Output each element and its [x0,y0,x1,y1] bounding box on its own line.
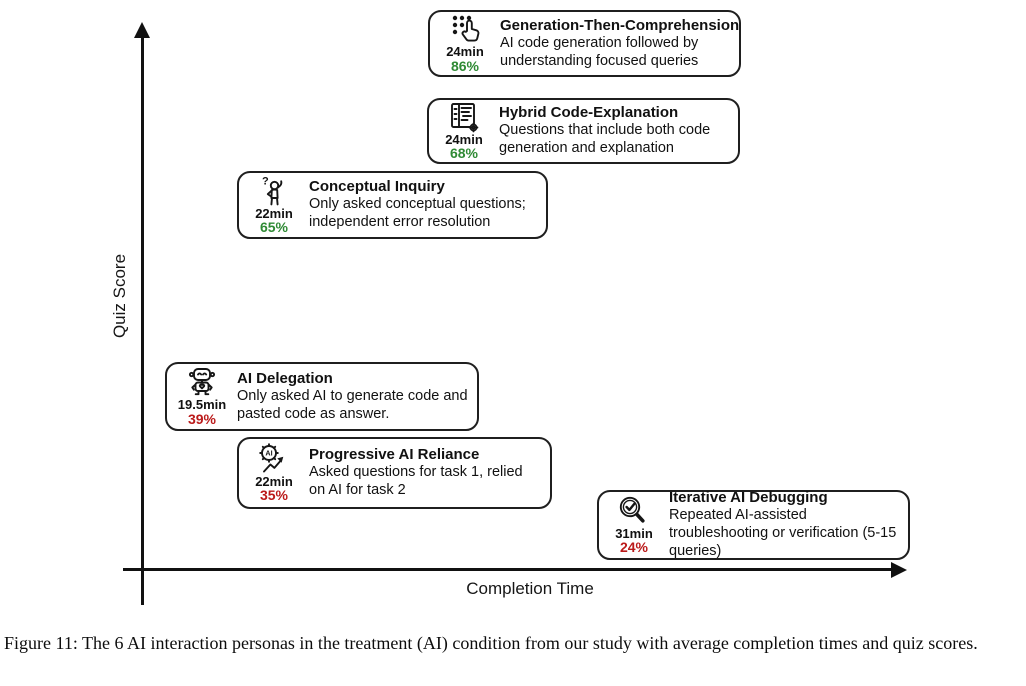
persona-title: Conceptual Inquiry [309,178,445,196]
persona-score: 65% [259,219,289,236]
robot-icon [188,368,216,396]
persona-score: 24% [619,539,649,556]
persona-card-progressive-ai-reliance: AI 22min 35% Progressive AI Reliance Ask… [237,437,552,509]
persona-time: 24min [446,44,484,60]
persona-description: Only asked conceptual questions; indepen… [309,196,526,230]
persona-stats: 24min 86% [437,13,493,73]
persona-stats: 31min 24% [606,495,662,555]
magnifier-check-icon [619,496,645,523]
x-axis-line [123,568,893,571]
persona-card-iterative-ai-debugging: 31min 24% Iterative AI Debugging Repeate… [597,489,910,561]
persona-text: Iterative AI Debugging Repeated AI-assis… [669,489,900,561]
persona-score: 68% [449,145,479,162]
persona-title: Hybrid Code-Explanation [499,104,679,122]
persona-stats: AI 22min 35% [246,443,302,503]
persona-title: Iterative AI Debugging [669,489,828,507]
x-axis-label: Completion Time [466,579,594,598]
persona-score: 39% [187,410,217,427]
x-axis-arrow-icon [891,561,907,578]
persona-card-hybrid-code-explanation: 24min 68% Hybrid Code-Explanation Questi… [427,98,740,164]
persona-time: 22min [255,205,293,221]
persona-text: Generation-Then-Comprehension AI code ge… [500,16,740,71]
persona-text: AI Delegation Only asked AI to generate … [237,370,469,424]
persona-description: AI code generation followed by understan… [500,34,699,69]
persona-card-generation-then-comprehension: 24min 86% Generation-Then-Comprehension … [428,10,741,77]
persona-time: 22min [255,473,293,489]
figure-caption: Figure 11: The 6 AI interaction personas… [4,633,978,653]
persona-stats: 24min 68% [436,101,492,161]
persona-text: Hybrid Code-Explanation Questions that i… [499,104,730,158]
persona-time: 31min [615,525,653,541]
persona-time: 19.5min [177,397,227,413]
persona-text: Conceptual Inquiry Only asked conceptual… [309,178,538,232]
confused-person-icon: ? [262,175,283,206]
persona-score: 35% [259,487,289,504]
y-axis-label: Quiz Score [110,253,129,339]
persona-stats: ? 22min 65% [246,175,302,235]
persona-time: 24min [445,131,483,147]
dialpad-tap-icon [452,16,480,42]
persona-text: Progressive AI Reliance Asked questions … [309,446,542,500]
persona-description: Repeated AI-assisted troubleshooting or … [669,507,897,559]
persona-description: Questions that include both code generat… [499,122,711,156]
persona-title: AI Delegation [237,369,333,387]
persona-description: Asked questions for task 1, relied on AI… [309,464,523,498]
persona-card-ai-delegation: 19.5min 39% AI Delegation Only asked AI … [165,362,479,431]
persona-card-conceptual-inquiry: ? 22min 65% Conceptual Inquiry Only aske… [237,171,548,239]
ai-gear-growth-icon: AI [259,443,284,473]
persona-stats: 19.5min 39% [174,366,230,426]
svg-text:?: ? [262,175,269,187]
svg-text:AI: AI [265,448,272,457]
y-axis-arrow-icon [134,22,150,38]
persona-title: Progressive AI Reliance [309,446,480,464]
code-doc-gear-icon [451,102,479,133]
persona-title: Generation-Then-Comprehension [500,16,740,34]
y-axis-line [141,36,144,605]
persona-score: 86% [450,57,480,74]
persona-description: Only asked AI to generate code and paste… [237,387,468,422]
